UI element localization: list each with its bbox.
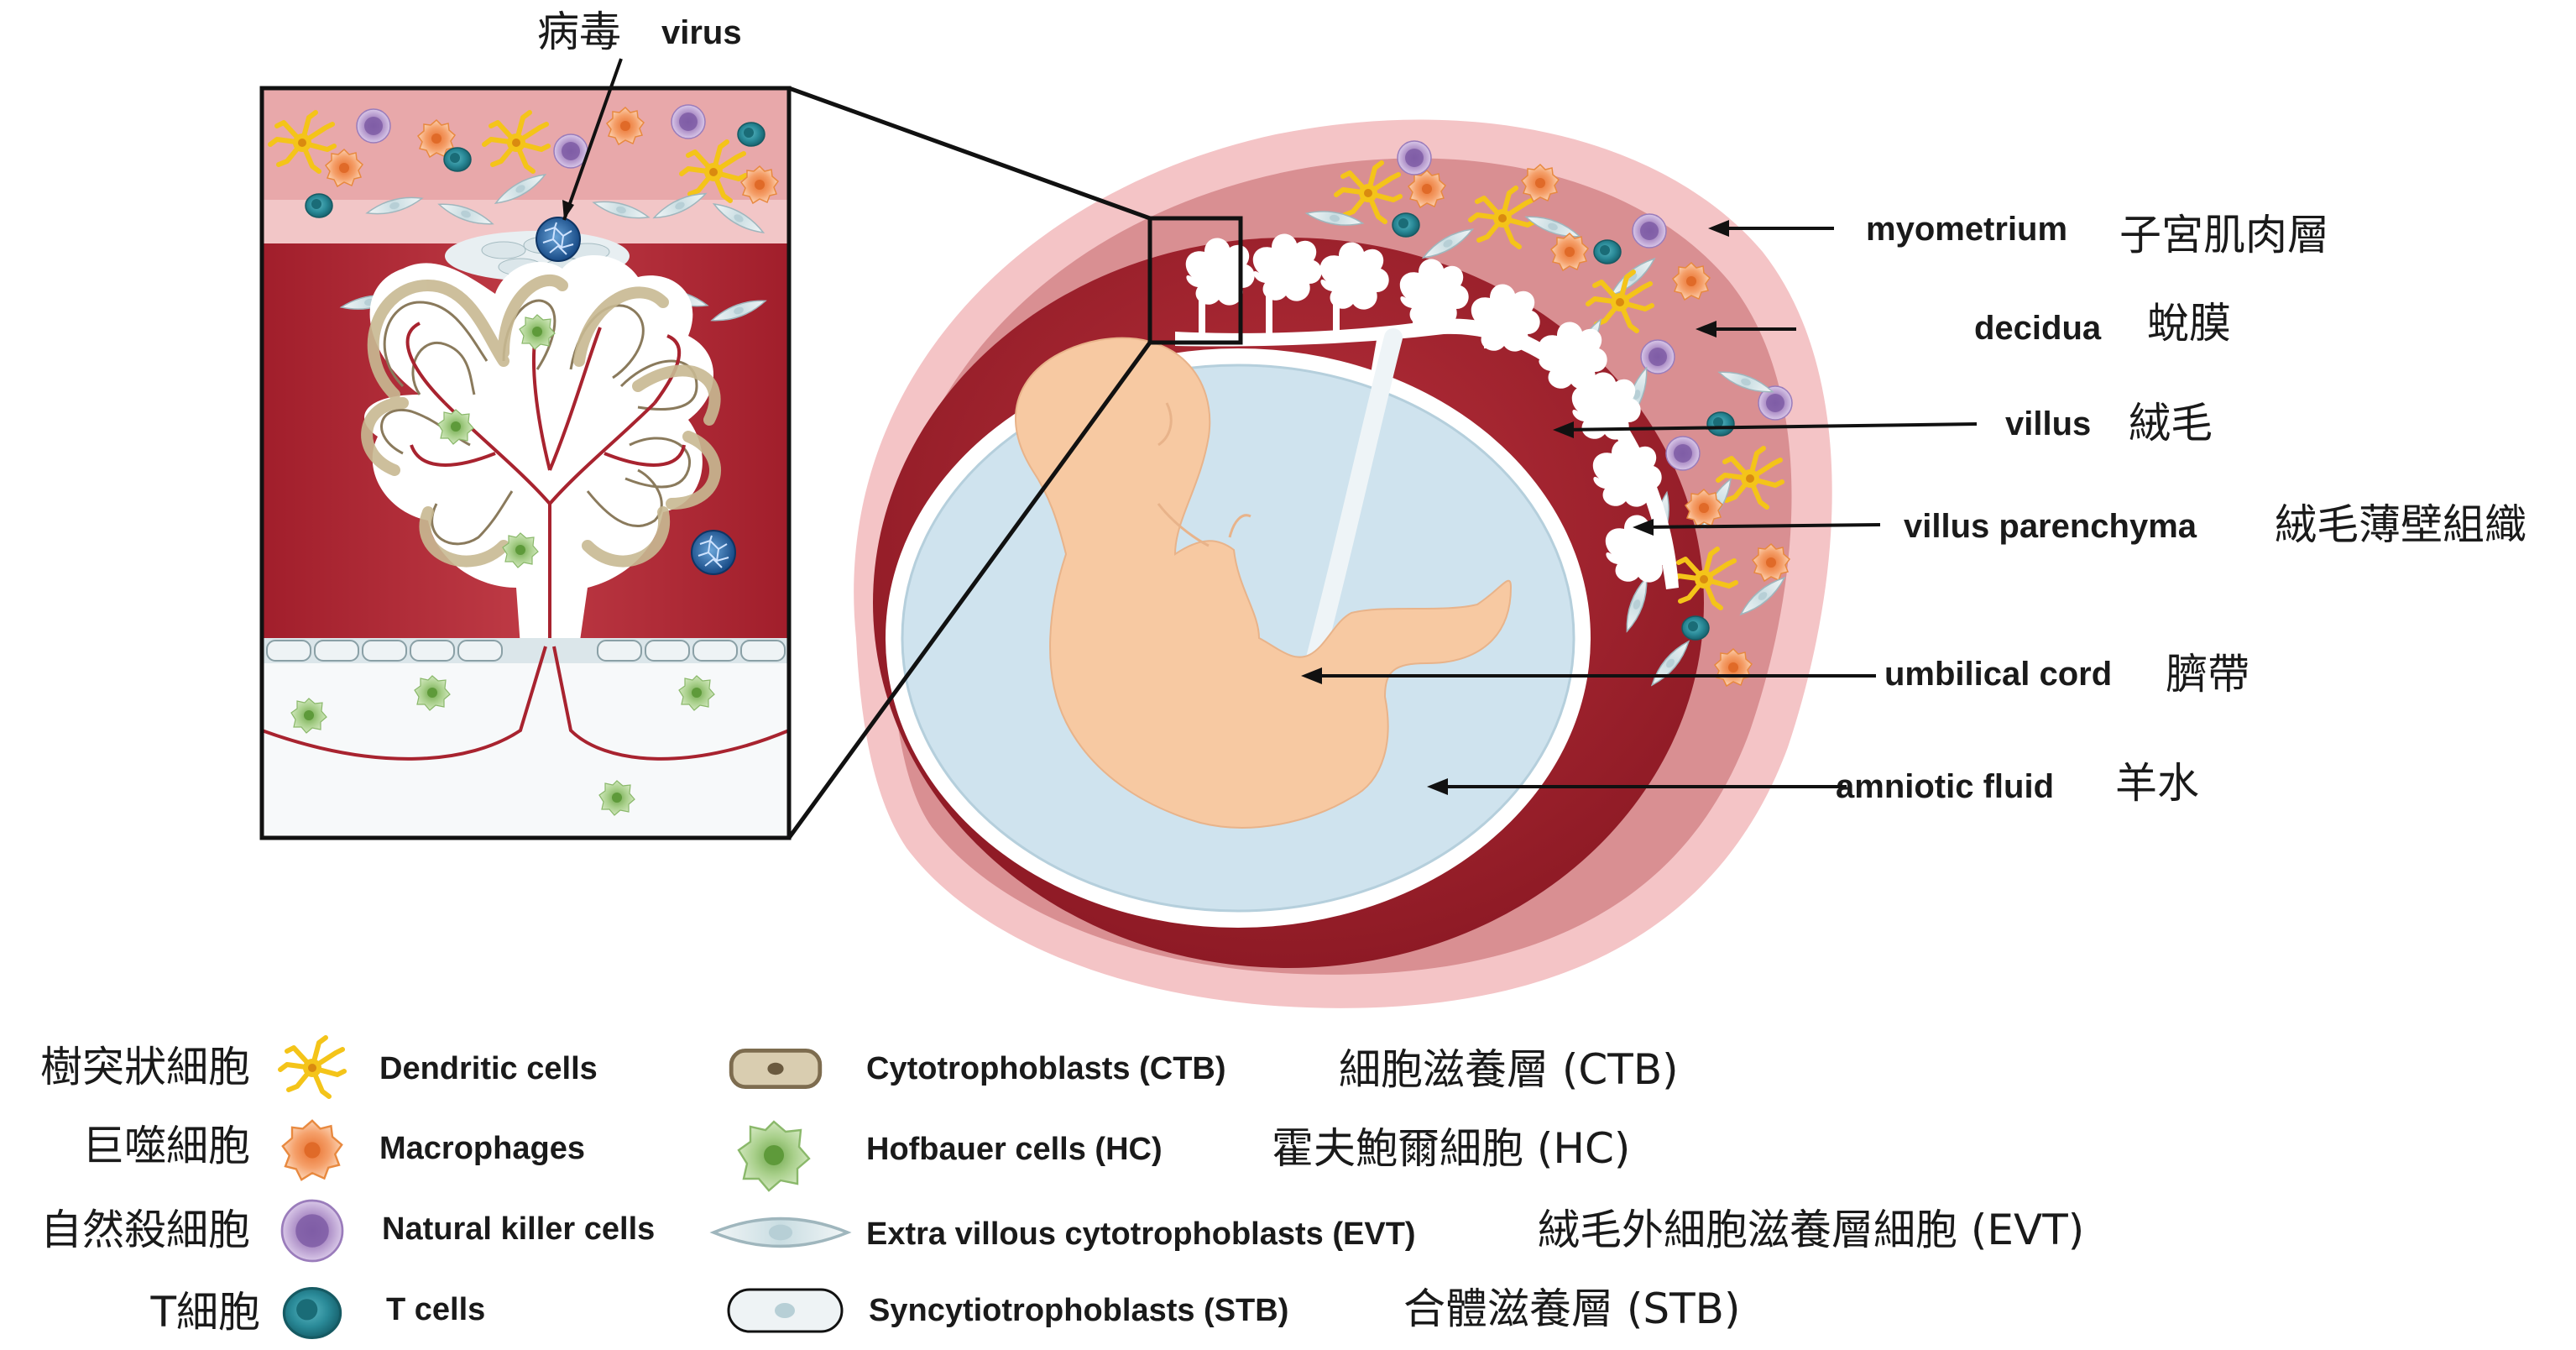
legend-item-nk: 自然殺細胞 Natural killer cells <box>40 1199 655 1263</box>
label-villus-zh: 絨毛 <box>2129 399 2213 447</box>
label-myometrium-zh: 子宮肌肉層 <box>2119 211 2329 259</box>
anatomy-label-text: myometrium 子宮肌肉層 decidua 蛻膜 villus 絨毛 vi… <box>1836 211 2526 808</box>
legend-item-macrophage: 巨噬細胞 Macrophages <box>82 1119 585 1181</box>
svg-text:Macrophages: Macrophages <box>379 1131 585 1166</box>
macrophage-icon <box>281 1119 343 1181</box>
virus-icon <box>536 217 581 262</box>
legend-item-ctb: Cytotrophoblasts (CTB) 細胞滋養層 (CTB) <box>731 1045 1679 1094</box>
label-amniotic-en: amniotic fluid <box>1836 768 2054 805</box>
ctb-icon <box>731 1050 820 1086</box>
legend-item-dendritic: 樹突狀細胞 Dendritic cells <box>40 1038 598 1096</box>
villus-ferns <box>1185 233 1675 583</box>
label-villus-en: villus <box>2005 406 2091 442</box>
zoom-line-bottom <box>786 341 1152 840</box>
hofbauer-cell-icon <box>737 1120 811 1192</box>
uterus-overview <box>854 119 1832 1008</box>
label-umbilical-zh: 臍帶 <box>2166 650 2249 699</box>
t-cell-icon <box>282 1287 342 1339</box>
nk-cell-icon <box>280 1199 344 1263</box>
svg-text:細胞滋養層 (CTB): 細胞滋養層 (CTB) <box>1339 1045 1679 1094</box>
virus-label: 病毒 virus <box>537 8 742 221</box>
inset-stb-row <box>261 638 790 816</box>
svg-text:T cells: T cells <box>386 1292 485 1327</box>
svg-text:Dendritic cells: Dendritic cells <box>379 1051 598 1086</box>
svg-text:Natural killer cells: Natural killer cells <box>382 1211 655 1247</box>
legend-item-tcell: T細胞 T cells <box>149 1287 485 1339</box>
svg-text:Hofbauer cells (HC): Hofbauer cells (HC) <box>866 1132 1163 1167</box>
svg-text:霍夫鮑爾細胞 (HC): 霍夫鮑爾細胞 (HC) <box>1272 1124 1630 1173</box>
svg-text:T細胞: T細胞 <box>149 1288 260 1337</box>
svg-text:合體滋養層 (STB): 合體滋養層 (STB) <box>1403 1285 1741 1333</box>
label-decidua-zh: 蛻膜 <box>2147 299 2231 348</box>
legend-item-evt: Extra villous cytotrophoblasts (EVT) 絨毛外… <box>712 1206 2084 1254</box>
stb-icon <box>727 1288 844 1333</box>
inset-villus-tree <box>361 254 721 646</box>
zoom-box <box>1147 216 1243 345</box>
inset-detail <box>259 86 792 840</box>
svg-text:絨毛外細胞滋養層細胞 (EVT): 絨毛外細胞滋養層細胞 (EVT) <box>1538 1206 2084 1254</box>
svg-text:Cytotrophoblasts (CTB): Cytotrophoblasts (CTB) <box>866 1051 1226 1086</box>
anatomy-labels <box>1301 220 1978 795</box>
inset-frame <box>259 86 792 840</box>
svg-text:virus: virus <box>661 14 742 51</box>
label-parenchyma-en: villus parenchyma <box>1904 508 2197 545</box>
svg-text:Syncytiotrophoblasts (STB): Syncytiotrophoblasts (STB) <box>869 1293 1288 1328</box>
svg-text:病毒: 病毒 <box>537 8 621 56</box>
svg-text:Extra villous cytotrophoblas: Extra villous cytotrophoblasts (EVT) <box>866 1217 1416 1252</box>
legend: 樹突狀細胞 Dendritic cells 巨噬細胞 Macrophages 自… <box>40 1038 2084 1339</box>
villus-walls <box>361 275 721 568</box>
svg-text:樹突狀細胞: 樹突狀細胞 <box>40 1043 250 1091</box>
inset-chorion <box>262 638 789 838</box>
label-umbilical-en: umbilical cord <box>1884 656 2112 693</box>
zoom-line-top <box>788 86 1151 221</box>
svg-text:巨噬細胞: 巨噬細胞 <box>82 1122 250 1170</box>
virus-icon <box>691 530 736 575</box>
label-amniotic-zh: 羊水 <box>2115 759 2199 808</box>
fetus <box>1015 337 1513 829</box>
evt-icon <box>712 1217 849 1248</box>
umbilical-cord <box>1296 328 1403 706</box>
dendritic-cell-icon <box>280 1038 344 1096</box>
legend-item-hofbauer: Hofbauer cells (HC) 霍夫鮑爾細胞 (HC) <box>737 1120 1630 1192</box>
label-myometrium-en: myometrium <box>1866 211 2067 248</box>
label-parenchyma-zh: 絨毛薄壁組織 <box>2275 500 2526 549</box>
label-decidua-en: decidua <box>1974 310 2102 347</box>
svg-text:自然殺細胞: 自然殺細胞 <box>40 1206 250 1254</box>
legend-item-stb: Syncytiotrophoblasts (STB) 合體滋養層 (STB) <box>727 1285 1741 1333</box>
